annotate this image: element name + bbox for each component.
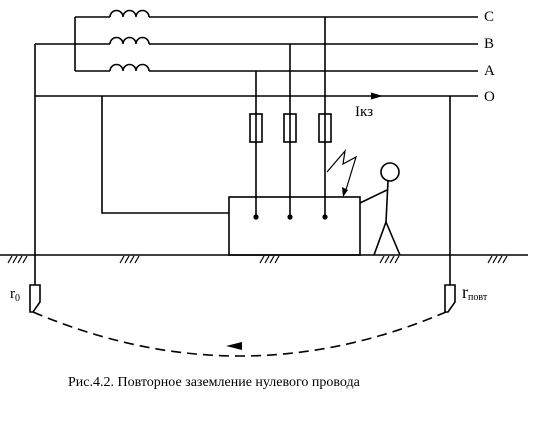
label-r0: r0 <box>10 286 20 304</box>
winding-c <box>109 9 150 18</box>
hatch-mark <box>389 255 395 264</box>
ground-electrodes <box>29 284 456 313</box>
fault-lightning-head <box>342 187 348 197</box>
hatch-mark <box>124 255 130 264</box>
hatch-mark <box>12 255 18 264</box>
label-rpovt: rповт <box>462 282 488 303</box>
person-leg-left <box>373 221 387 256</box>
hatch-mark <box>129 255 135 264</box>
hatch-mark <box>119 255 125 264</box>
fuse-a <box>249 113 263 143</box>
person-body <box>385 180 389 223</box>
terminal-c <box>322 214 328 220</box>
electrode-rpovt <box>444 284 456 313</box>
label-r0-main: r <box>10 286 15 302</box>
transformer-windings <box>109 9 150 72</box>
terminal-b <box>287 214 293 220</box>
hatch-mark <box>269 255 275 264</box>
ground-hatching <box>7 255 508 264</box>
hatch-mark <box>22 255 28 264</box>
hatch-mark <box>259 255 265 264</box>
phase-taps <box>249 17 332 220</box>
label-line-b: B <box>484 36 494 52</box>
hatch-mark <box>487 255 493 264</box>
arrowhead <box>371 92 383 100</box>
label-r0-sub: 0 <box>15 293 20 304</box>
fuse-b <box>283 113 297 143</box>
ground-current-arrow <box>226 342 242 350</box>
person-leg-right <box>385 221 401 256</box>
hatch-mark <box>134 255 140 264</box>
hatch-mark <box>384 255 390 264</box>
person-head <box>380 162 400 182</box>
hatch-mark <box>7 255 13 264</box>
hatch-mark <box>274 255 280 264</box>
figure-caption: Рис.4.2. Повторное заземление нулевого п… <box>68 375 361 390</box>
fault-lightning <box>326 149 358 194</box>
label-rpovt-main: r <box>462 282 468 302</box>
hatch-mark <box>497 255 503 264</box>
label-fault-current: Iкз <box>355 104 373 120</box>
label-line-c: C <box>484 9 494 25</box>
winding-a <box>109 63 150 72</box>
winding-b <box>109 36 150 45</box>
label-line-o: O <box>484 89 495 105</box>
equipment-enclosure <box>228 196 361 256</box>
hatch-mark <box>394 255 400 264</box>
hatch-mark <box>502 255 508 264</box>
hatch-mark <box>492 255 498 264</box>
person-arm <box>359 189 388 204</box>
electrode-r0 <box>29 284 41 313</box>
person-figure <box>359 162 401 256</box>
ground-current-path <box>32 311 447 357</box>
hatch-mark <box>264 255 270 264</box>
fault-current-arrow <box>371 92 383 100</box>
label-line-a: A <box>484 63 495 79</box>
ground <box>0 254 528 264</box>
terminal-a <box>253 214 259 220</box>
hatch-mark <box>17 255 23 264</box>
fuse-c <box>318 113 332 143</box>
enclosure-neutral-connection <box>101 96 229 214</box>
label-rpovt-sub: повт <box>468 292 488 303</box>
hatch-mark <box>379 255 385 264</box>
